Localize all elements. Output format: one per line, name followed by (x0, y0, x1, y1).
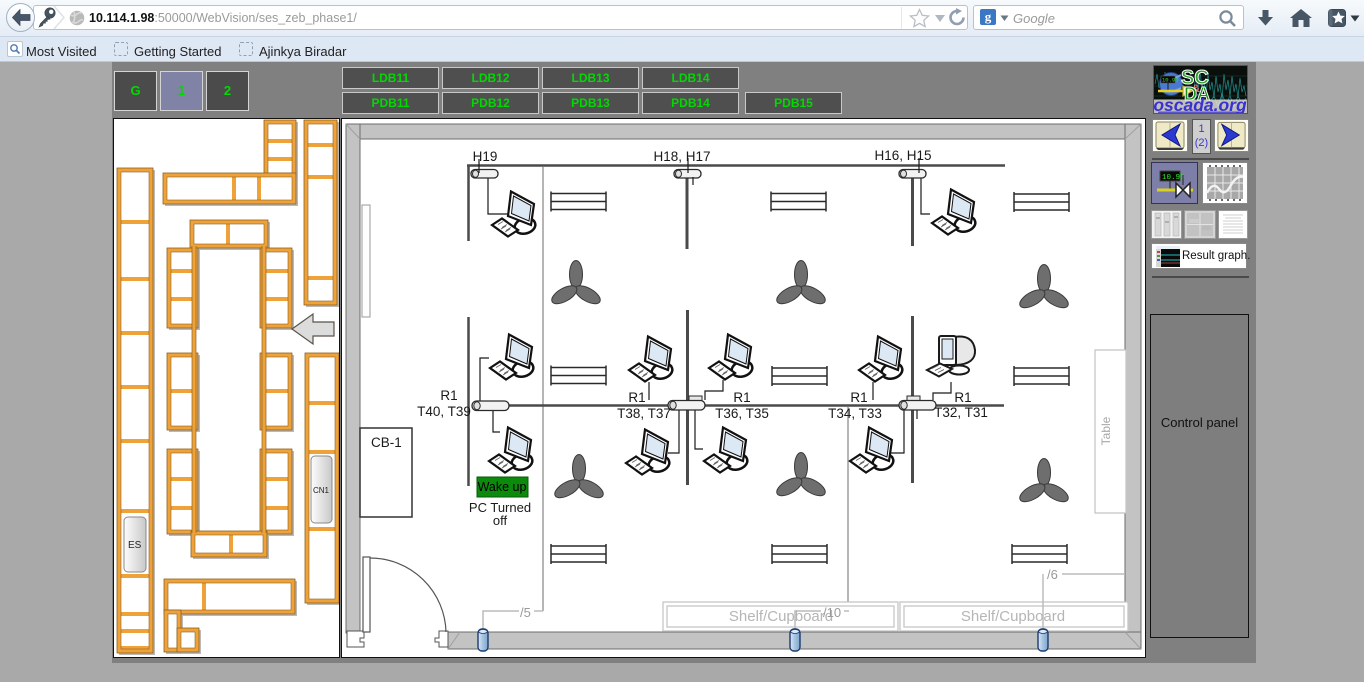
svg-text:&: & (1192, 83, 1200, 95)
svg-text:off: off (493, 513, 508, 528)
svg-text:PC Turned: PC Turned (469, 500, 531, 515)
svg-text:R1: R1 (733, 390, 750, 405)
svg-text:CB-1: CB-1 (371, 435, 402, 450)
svg-text:/10: /10 (823, 605, 841, 620)
svg-text:Shelf/Cupboard: Shelf/Cupboard (729, 608, 833, 625)
svg-text:H18, H17: H18, H17 (653, 149, 710, 164)
svg-text:R1: R1 (850, 390, 867, 405)
svg-text:T34, T33: T34, T33 (828, 406, 882, 421)
svg-text:CN1: CN1 (313, 486, 330, 495)
svg-text:T36, T35: T36, T35 (715, 406, 769, 421)
svg-text:R1: R1 (954, 390, 971, 405)
svg-text:H16, H15: H16, H15 (874, 148, 931, 163)
svg-text:R1: R1 (440, 388, 457, 403)
svg-text:oscada.org: oscada.org (1154, 95, 1247, 113)
svg-text:/6: /6 (1047, 567, 1058, 582)
svg-text:H19: H19 (473, 149, 498, 164)
svg-text:SC: SC (1181, 67, 1209, 89)
svg-text:/5: /5 (520, 605, 531, 620)
svg-text:10.95: 10.95 (1162, 174, 1185, 182)
svg-text:Table: Table (1099, 416, 1113, 445)
svg-text:T38, T37: T38, T37 (617, 406, 671, 421)
svg-text:Shelf/Cupboard: Shelf/Cupboard (961, 608, 1065, 625)
svg-text:T32, T31: T32, T31 (934, 405, 988, 420)
svg-text:10.93: 10.93 (1162, 77, 1179, 84)
svg-text:T40, T39: T40, T39 (417, 404, 471, 419)
svg-text:Wake up: Wake up (478, 480, 527, 494)
svg-text:R1: R1 (628, 390, 645, 405)
svg-text:DA: DA (1184, 84, 1210, 104)
svg-text:ES: ES (128, 540, 142, 551)
